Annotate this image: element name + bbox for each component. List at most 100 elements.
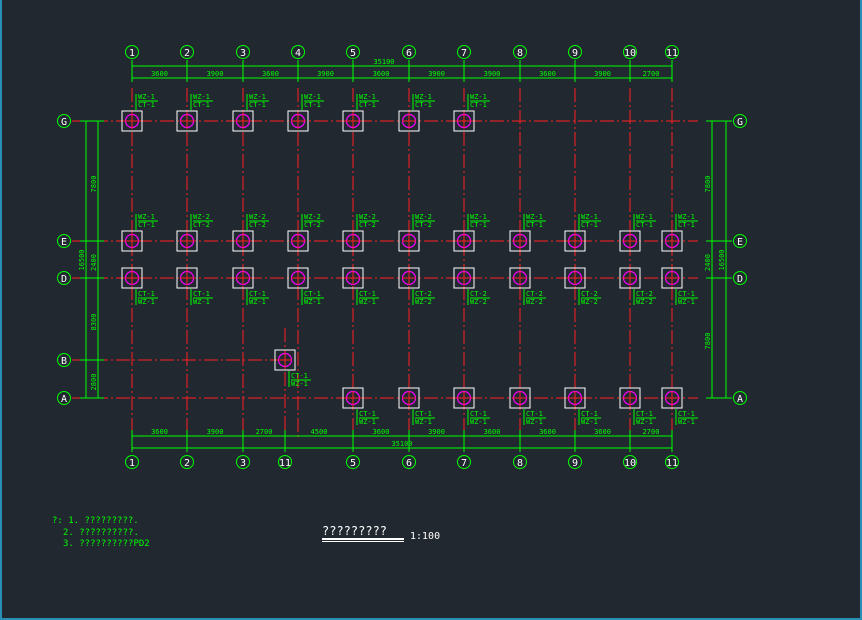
axis-bubble-top-circle [402,45,416,59]
axis-bubble-top: 9 [572,48,578,59]
axis-bubble-top-circle [180,45,194,59]
column-box [453,267,475,289]
column-label: CT-1 [678,410,695,418]
right-total-dim: 16500 [718,249,726,270]
axis-bubble-bottom: 10 [624,458,636,469]
axis-bubble-top: 6 [406,48,412,59]
column-box [121,230,143,252]
axis-bubble-bottom-circle [457,455,471,469]
column-label: WZ-1 [359,93,376,101]
column-box [564,230,586,252]
column-box [342,267,364,289]
right-dim: 7800 [704,176,712,193]
axis-bubble-top-circle [513,45,527,59]
axis-bubble-bottom: 1 [129,458,135,469]
column-label: WZ-1 [526,213,543,221]
column-label: WZ-1 [138,213,155,221]
column-label: CT-1 [304,290,321,298]
axis-bubble-left-circle [57,271,71,285]
axis-bubble-bottom-circle [180,455,194,469]
column-box [176,267,198,289]
column-box [509,387,531,409]
top-dim: 3900 [207,70,224,78]
bottom-dim: 3900 [428,428,445,436]
column-label: CT-2 [359,221,376,229]
axis-bubble-right-circle [733,234,747,248]
column-box [661,267,683,289]
column-label: CT-2 [636,290,653,298]
axis-bubble-top-circle [457,45,471,59]
top-dim: 3600 [151,70,168,78]
axis-bubble-bottom: 8 [517,458,523,469]
column-label: WZ-1 [636,418,653,426]
column-box [398,387,420,409]
column-label: CT-2 [470,290,487,298]
axis-bubble-left-circle [57,234,71,248]
column-label: CT-1 [636,221,653,229]
axis-bubble-bottom: 2 [184,458,190,469]
column-label: WZ-2 [304,213,321,221]
axis-bubble-top-circle [346,45,360,59]
column-label: WZ-1 [470,418,487,426]
column-box [564,267,586,289]
column-box [398,110,420,132]
axis-bubble-top: 8 [517,48,523,59]
left-dim: 7800 [90,176,98,193]
column-label: CT-1 [678,221,695,229]
column-label: CT-2 [193,221,210,229]
column-label: WZ-1 [359,298,376,306]
column-label: WZ-1 [138,93,155,101]
column-label: WZ-2 [581,298,598,306]
top-dim: 3900 [317,70,334,78]
left-dim: 2800 [90,374,98,391]
column-label: CT-1 [291,372,308,380]
column-box [453,110,475,132]
axis-bubble-right-circle [733,391,747,405]
axis-bubble-top: 11 [666,48,678,59]
column-box [619,387,641,409]
column-label: WZ-1 [415,93,432,101]
axis-bubble-bottom-circle [665,455,679,469]
column-label: CT-1 [304,101,321,109]
column-label: CT-1 [249,290,266,298]
column-label: CT-1 [678,290,695,298]
column-box [121,110,143,132]
axis-bubble-right: E [737,237,743,248]
column-label: WZ-1 [470,93,487,101]
axis-bubble-top: 2 [184,48,190,59]
column-label: WZ-1 [581,213,598,221]
column-label: WZ-1 [415,418,432,426]
column-label: WZ-2 [526,298,543,306]
column-label: CT-1 [138,221,155,229]
column-label: CT-1 [636,410,653,418]
column-box [453,230,475,252]
top-dim: 2700 [643,70,660,78]
axis-bubble-right: G [737,117,743,128]
axis-bubble-left-circle [57,114,71,128]
axis-bubble-bottom: 7 [461,458,467,469]
column-label: CT-1 [359,101,376,109]
column-box [342,110,364,132]
note-line-1: ?: 1. ?????????. [52,516,139,526]
column-box [121,267,143,289]
bottom-dim: 3600 [594,428,611,436]
axis-bubble-right: D [737,274,743,285]
axis-bubble-top-circle [623,45,637,59]
column-label: WZ-1 [359,418,376,426]
column-box [232,230,254,252]
column-box [287,110,309,132]
bottom-dim: 3900 [207,428,224,436]
column-label: CT-1 [249,101,266,109]
column-box [232,267,254,289]
column-label: CT-1 [193,290,210,298]
column-label: CT-2 [526,290,543,298]
axis-bubble-left: A [61,394,67,405]
top-dim: 3900 [594,70,611,78]
axis-bubble-left: G [61,117,67,128]
column-box [342,230,364,252]
column-label: WZ-2 [415,298,432,306]
axis-bubble-left-circle [57,391,71,405]
column-label: WZ-1 [138,298,155,306]
